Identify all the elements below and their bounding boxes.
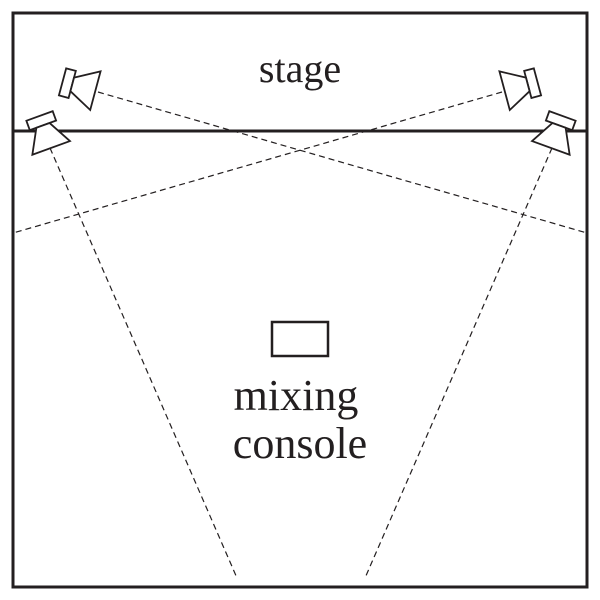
speaker-icon — [498, 67, 543, 112]
speaker-icon — [25, 110, 72, 157]
console-label-line2: console — [233, 419, 367, 468]
coverage-line-right-upper — [12, 91, 503, 234]
coverage-line-right-lower — [364, 147, 553, 579]
mixing-console-icon — [270, 320, 330, 358]
console-label-line1: mixing — [234, 371, 359, 420]
coverage-line-left-upper — [97, 91, 588, 234]
speaker-icon — [530, 110, 577, 157]
stage-label: stage — [259, 46, 341, 91]
room-outline — [11, 11, 589, 589]
coverage-lines — [12, 91, 588, 579]
speaker-icon — [57, 67, 102, 112]
coverage-line-left-lower — [49, 147, 238, 579]
